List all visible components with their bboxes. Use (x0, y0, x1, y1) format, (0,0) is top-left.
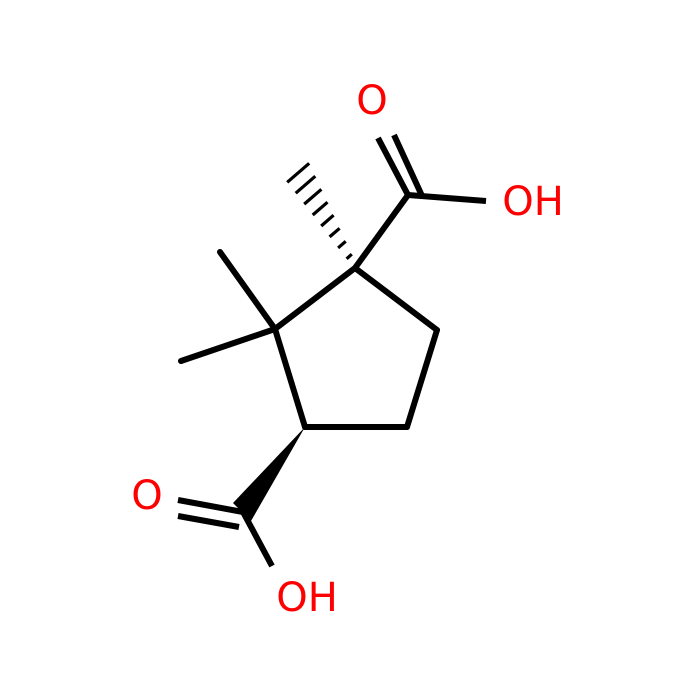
single-bond-c-oh (407, 192, 487, 204)
double-bond-co-bottom-inner (177, 513, 240, 530)
carbonyl-oxygen-top-label: O (356, 78, 387, 124)
ring-bond-c5-c4 (404, 327, 440, 430)
bold-wedge-bond (233, 427, 305, 521)
hashed-wedge-methyl (286, 162, 358, 271)
ring-bond-c1-c5 (352, 265, 440, 333)
methyl-bond-lower (178, 326, 278, 364)
ring-bond-c2-c1 (272, 265, 358, 332)
bond-c1-carboxyl-carbon (352, 192, 411, 271)
cyclopentane-ring (272, 265, 440, 430)
hydroxyl-top-label: OH (502, 179, 564, 225)
single-bond-c-oh-bottom (240, 510, 275, 568)
methyl-bond-upper (217, 249, 278, 332)
double-bond-co-bottom-outer (177, 497, 244, 515)
carboxyl-group-top (352, 133, 487, 271)
ring-bond-c3-c2 (272, 326, 308, 430)
hydroxyl-bottom-label: OH (276, 575, 338, 621)
carbonyl-oxygen-bottom-label: O (131, 473, 162, 519)
double-bond-co-outer (375, 136, 411, 197)
double-bond-co-inner (391, 133, 426, 200)
carboxyl-group-bottom (177, 497, 275, 568)
